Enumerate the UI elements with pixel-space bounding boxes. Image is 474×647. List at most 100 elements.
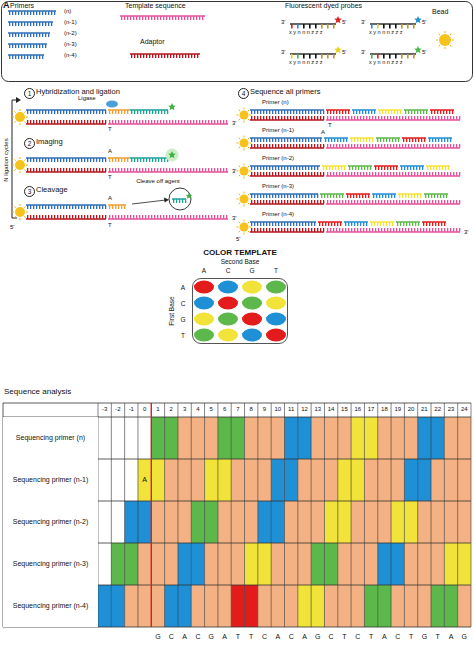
template-strand-tooth (339, 144, 340, 148)
template-strand-tooth (423, 144, 424, 148)
cleaved-fragment-circle (169, 188, 191, 210)
primer-strand-tooth (48, 22, 49, 26)
primer-strand-tooth (99, 205, 100, 209)
step-title: Cleavage (36, 186, 68, 194)
column-number: 14 (328, 406, 335, 413)
template-strand-tooth (118, 168, 119, 172)
primer-strand-tooth (36, 55, 37, 59)
adaptor-strand-tooth (81, 215, 82, 219)
sequence-cell (125, 585, 138, 627)
primer-strand-tooth (42, 158, 43, 162)
template-strand-tooth (160, 120, 161, 124)
primer-strand-tooth (42, 55, 43, 59)
template-strand-tooth (205, 215, 206, 219)
sequence-cell (205, 543, 218, 585)
primer-strand-tooth (27, 22, 28, 26)
sequence-cell (458, 417, 471, 459)
sequence-cell (458, 585, 471, 627)
adaptor-strand-tooth (323, 116, 324, 120)
bead (15, 207, 25, 217)
template-strand-tooth (417, 200, 418, 204)
table-rule (111, 403, 112, 627)
probe-strand-tooth (347, 194, 348, 198)
adaptor-strand-tooth (93, 215, 94, 219)
sequence-cell (418, 543, 431, 585)
sequence-cell (245, 501, 258, 543)
template-strand-tooth (378, 172, 379, 176)
template-strand-tooth (417, 144, 418, 148)
probe-stub-tooth (115, 205, 116, 209)
template-strand-tooth (357, 144, 358, 148)
sequence-cell (391, 501, 404, 543)
template-strand-tooth (387, 228, 388, 232)
template-strand-tooth (330, 228, 331, 232)
template-strand-tooth (208, 215, 209, 219)
template-strand-tooth (345, 228, 346, 232)
adaptor-strand-tooth (272, 172, 273, 176)
adaptor-strand-tooth (299, 228, 300, 232)
template-strand-tooth (372, 200, 373, 204)
template-strand-tooth (429, 116, 430, 120)
primer-strand-tooth (293, 110, 294, 114)
cell-base: A (142, 476, 147, 484)
primer-strand-tooth (54, 110, 55, 114)
adaptor-strand-tooth (323, 200, 324, 204)
bead-ray (452, 40, 454, 41)
template-strand-tooth (354, 200, 355, 204)
adaptor-strand-tooth (155, 54, 156, 58)
primer-strand-tooth (254, 222, 255, 226)
adaptor-strand-tooth (158, 54, 159, 58)
probe-strand-tooth (392, 222, 393, 226)
template-strand-tooth (450, 144, 451, 148)
primer-strand-tooth (278, 138, 279, 142)
probe-strand-tooth (357, 138, 358, 142)
probe-base (413, 24, 415, 29)
sequence-cell (205, 585, 218, 627)
template-strand-tooth (166, 120, 167, 124)
primer-strand-tooth (266, 222, 267, 226)
primer-strand-tooth (299, 110, 300, 114)
strand-label: 3' (232, 215, 236, 222)
adaptor-strand-tooth (296, 228, 297, 232)
template-strand-tooth (169, 16, 170, 20)
table-rule (284, 403, 285, 627)
probe-strand-tooth (376, 194, 377, 198)
primer-strand-tooth (36, 205, 37, 209)
table-rule (3, 403, 471, 404)
template-strand-tooth (217, 215, 218, 219)
adaptor-strand-tooth (51, 215, 52, 219)
sequence-cell (298, 501, 311, 543)
step-number: 3 (24, 186, 35, 197)
sequence-cell (271, 585, 284, 627)
template-strand-tooth (202, 16, 203, 20)
cleave-arrow (132, 200, 166, 204)
strand-label: T (328, 122, 332, 129)
bead-ray (450, 45, 451, 46)
probe-strand-tooth (397, 222, 398, 226)
probe-base (401, 54, 403, 59)
template-strand-tooth (172, 16, 173, 20)
adaptor-strand-tooth (314, 144, 315, 148)
dye-star (168, 151, 176, 158)
sequence-cell (404, 417, 417, 459)
primer-strand-tooth (21, 55, 22, 59)
bead-ray (248, 138, 249, 139)
template-strand-tooth (163, 16, 164, 20)
template-strand-tooth (348, 228, 349, 232)
probe-strand-tooth (404, 166, 405, 170)
template-strand-tooth (351, 144, 352, 148)
column-number: 18 (381, 406, 388, 413)
table-rule (444, 403, 445, 627)
primer-strand-tooth (36, 44, 37, 48)
template-strand-tooth (127, 16, 128, 20)
sequence-cell (178, 417, 191, 459)
sequence-cell (218, 501, 231, 543)
primer-strand-tooth (54, 205, 55, 209)
template-strand-tooth (196, 16, 197, 20)
adaptor-strand-tooth (60, 168, 61, 172)
primer-strand-tooth (281, 194, 282, 198)
table-rule (311, 403, 312, 627)
adaptor-strand-tooth (102, 168, 103, 172)
bead-ray (436, 40, 438, 41)
probe-base (309, 54, 311, 59)
